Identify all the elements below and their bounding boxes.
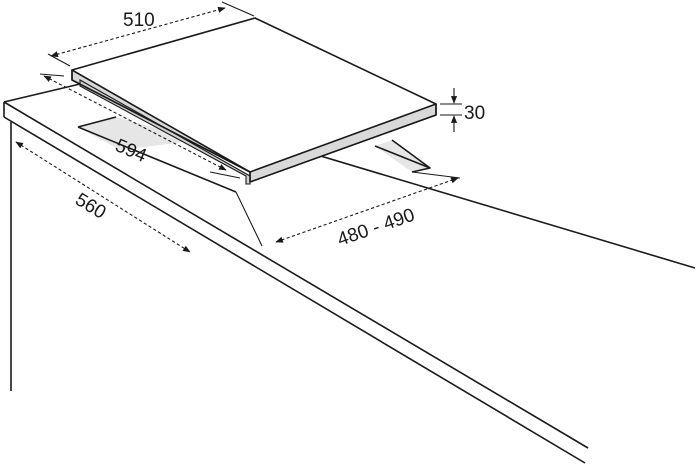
ext-line-cutout-left <box>235 191 263 247</box>
dim-line-594 <box>43 75 227 171</box>
ext-line-510-right <box>221 1 255 17</box>
dim-label-560: 560 <box>71 189 109 223</box>
ext-line-594-right <box>209 171 241 179</box>
ext-line-594-left <box>39 73 65 77</box>
hob-right-edge <box>249 104 437 183</box>
dim-line-480-490 <box>275 177 459 243</box>
dim-label-30: 30 <box>464 103 485 124</box>
countertop-front-bottom-edge <box>3 116 586 464</box>
dim-label-480-490: 480 - 490 <box>335 205 418 251</box>
dimension-hob-height: 30 <box>440 88 485 132</box>
ext-line-cutout-right <box>411 171 461 179</box>
dim-line-560 <box>15 141 191 253</box>
dimension-hob-depth: 510 <box>47 1 255 67</box>
cutout-shadow-right <box>375 140 430 172</box>
cutout-inner-edge <box>391 139 431 169</box>
dim-label-510: 510 <box>123 10 155 31</box>
dimension-cutout-depth: 480 - 490 <box>235 171 461 251</box>
dim-line-510 <box>50 6 226 58</box>
